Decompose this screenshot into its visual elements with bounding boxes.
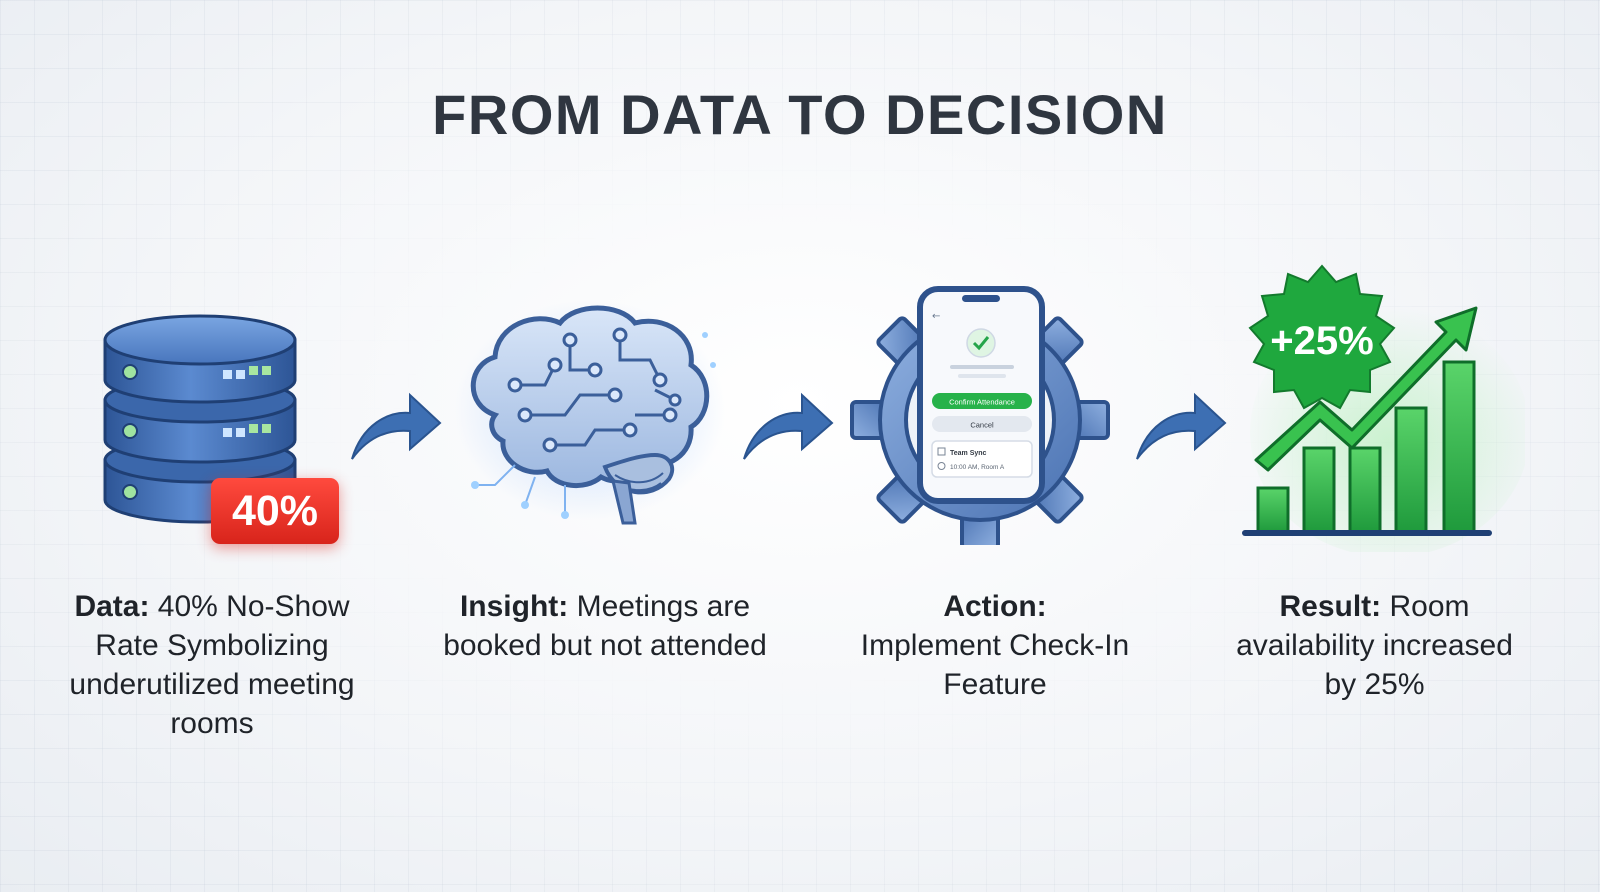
growth-badge: +25% (1270, 319, 1373, 363)
step-label: Result: (1279, 590, 1382, 623)
arrow-right-icon (743, 392, 834, 460)
step-text: 40% No-Show Rate Symbolizing underutiliz… (69, 590, 355, 740)
step-label: Insight: (459, 590, 569, 623)
svg-text:←: ← (932, 311, 940, 322)
page-title: FROM DATA TO DECISION (432, 83, 1168, 146)
event-title: Team Sync (950, 450, 987, 457)
cancel-button[interactable]: Cancel (970, 421, 994, 430)
brain-circuit-icon (455, 300, 725, 525)
gear-phone-icon: ← Confirm Attendance Cancel Team Sync 10… (850, 286, 1110, 545)
step-caption-action: Action: Implement Check-In Feature (845, 587, 1145, 704)
step-caption-result: Result: Room availability increased by 2… (1222, 587, 1527, 704)
step-text: Meetings are booked but not attended (443, 590, 767, 662)
step-text: Implement Check-In Feature (860, 629, 1130, 701)
step-caption-data: Data: 40% No-Show Rate Symbolizing under… (47, 587, 377, 743)
arrow-right-icon (1136, 392, 1227, 460)
step-caption-insight: Insight: Meetings are booked but not att… (440, 587, 770, 665)
step-text: Room availability increased by 25% (1236, 590, 1513, 701)
event-detail: 10:00 AM, Room A (950, 464, 1005, 471)
step-label: Data: (74, 590, 150, 623)
arrow-right-icon (351, 392, 442, 460)
step-label: Action: (943, 590, 1047, 623)
confirm-attendance-button[interactable]: Confirm Attendance (949, 398, 1015, 407)
growth-chart-icon: +25% (1242, 264, 1525, 552)
no-show-badge: 40% (211, 478, 339, 544)
